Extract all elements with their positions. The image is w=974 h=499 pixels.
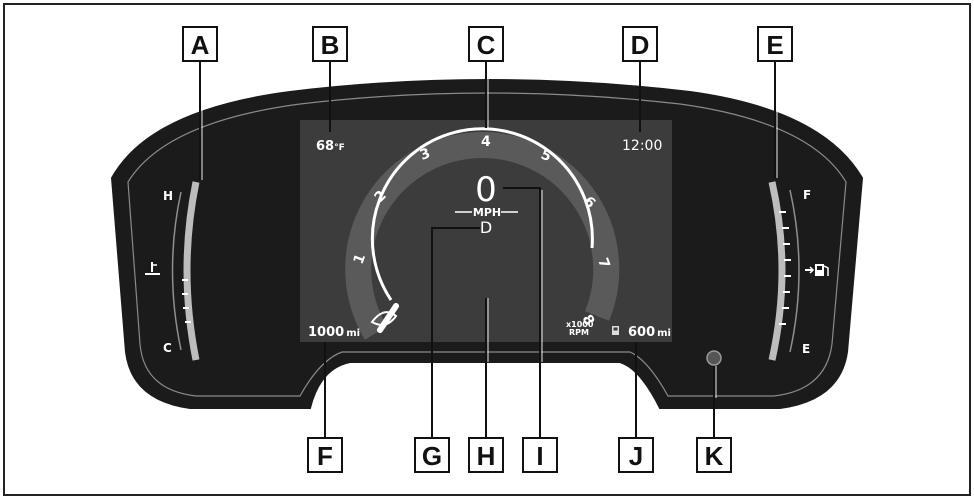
shift-position: D — [480, 218, 492, 237]
driving-range-value: 600 — [628, 325, 655, 340]
callout-f: F — [307, 437, 343, 473]
fuel-gauge-track — [768, 181, 786, 361]
tachometer-ring — [345, 132, 620, 340]
speed-value: 0 — [475, 170, 497, 210]
callout-i-label: I — [536, 441, 543, 471]
callout-a: A — [182, 26, 218, 62]
callout-j-label: J — [629, 441, 643, 471]
callout-h-label: H — [477, 441, 496, 471]
callout-i: I — [522, 437, 558, 473]
temp-gauge-cold-label: C — [163, 341, 172, 355]
rpm-unit-line1: x1000 — [566, 320, 594, 329]
fuel-gauge-bars — [779, 211, 791, 325]
tachometer-needle — [377, 303, 399, 333]
outside-temperature-unit: °F — [334, 143, 345, 153]
temp-gauge-hot-label: H — [163, 189, 173, 203]
callout-a-label: A — [191, 30, 210, 60]
callout-b: B — [312, 26, 348, 62]
tachometer-arc — [370, 127, 594, 301]
callout-k: K — [696, 437, 732, 473]
leader-i — [503, 187, 541, 438]
callout-b-label: B — [321, 30, 340, 60]
fuel-gauge-empty-label: E — [802, 342, 810, 356]
fuel-pump-small-icon — [612, 326, 619, 335]
outside-temperature-value: 68 — [316, 139, 334, 154]
callout-k-label: K — [705, 441, 724, 471]
callout-d: D — [622, 26, 658, 62]
temp-gauge-track — [183, 181, 200, 361]
callout-j: J — [618, 437, 654, 473]
callout-leaders — [199, 61, 776, 438]
odometer-unit: mi — [346, 328, 360, 339]
callout-g-label: G — [422, 441, 442, 471]
odometer-value: 1000 — [308, 325, 344, 340]
fuel-gauge-track-outer — [789, 189, 800, 353]
fuel-gauge-full-label: F — [803, 188, 811, 202]
callout-d-label: D — [631, 30, 650, 60]
temp-gauge-track-outer — [171, 191, 182, 351]
eco-leaf-icon — [370, 311, 398, 326]
temp-gauge-bars — [182, 279, 191, 323]
callout-h: H — [468, 437, 504, 473]
coolant-temperature-icon — [145, 262, 160, 275]
callout-c: C — [468, 26, 504, 62]
callout-g: G — [414, 437, 450, 473]
leader-g — [431, 227, 480, 438]
bezel-inner-line — [127, 92, 847, 397]
clock: 12:00 — [622, 138, 662, 154]
trip-meter-reset-knob — [706, 350, 722, 366]
callout-e: E — [757, 26, 793, 62]
fuel-pump-icon — [805, 264, 829, 276]
callout-e-label: E — [766, 30, 783, 60]
speed-unit: MPH — [473, 206, 501, 219]
tach-tick-4: 4 — [481, 134, 491, 150]
outside-temperature: 68°F — [316, 139, 345, 154]
rpm-unit-line2: RPM — [569, 328, 589, 337]
driving-range-unit: mi — [657, 328, 671, 339]
callout-f-label: F — [317, 441, 333, 471]
callout-leader-halos — [201, 76, 778, 398]
callout-c-label: C — [477, 30, 496, 60]
